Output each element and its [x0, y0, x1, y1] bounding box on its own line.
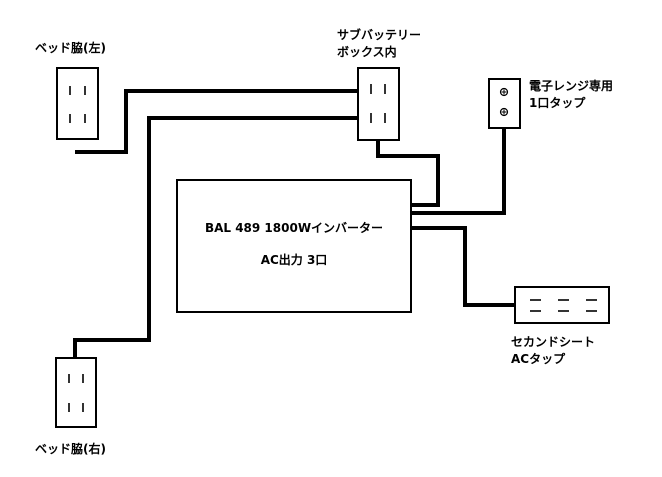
bed-right-label: ベッド脇(右)	[35, 442, 106, 456]
wire-sub-battery-to-inverter	[376, 140, 440, 207]
wire-inverter-to-second-seat-tap	[411, 226, 515, 307]
inverter-label-line1: BAL 489 1800Wインバーター	[204, 221, 384, 235]
second-seat-tap	[514, 286, 610, 324]
sub-battery-label-line1: サブバッテリー	[337, 28, 422, 42]
wire-bed-left-to-sub-battery	[75, 89, 360, 154]
sub-battery-outlet	[357, 67, 400, 141]
wire-microwave-tap-to-inverter	[411, 128, 506, 215]
second-seat-label-line2: ACタップ	[511, 352, 566, 366]
inverter-box	[176, 179, 412, 313]
bed-left-outlet	[56, 67, 99, 140]
microwave-label-line2: 1口タップ	[529, 96, 586, 110]
sub-battery-label-line2: ボックス内	[337, 45, 397, 59]
second-seat-label-line1: セカンドシート	[511, 335, 596, 349]
bed-right-outlet	[55, 357, 97, 428]
inverter-label-line2: AC出力 3口	[260, 253, 328, 267]
wire-bed-right-to-sub-battery	[73, 116, 360, 358]
microwave-tap	[488, 78, 521, 129]
microwave-label-line1: 電子レンジ専用	[529, 79, 614, 93]
bed-left-label: ベッド脇(左)	[35, 41, 106, 55]
